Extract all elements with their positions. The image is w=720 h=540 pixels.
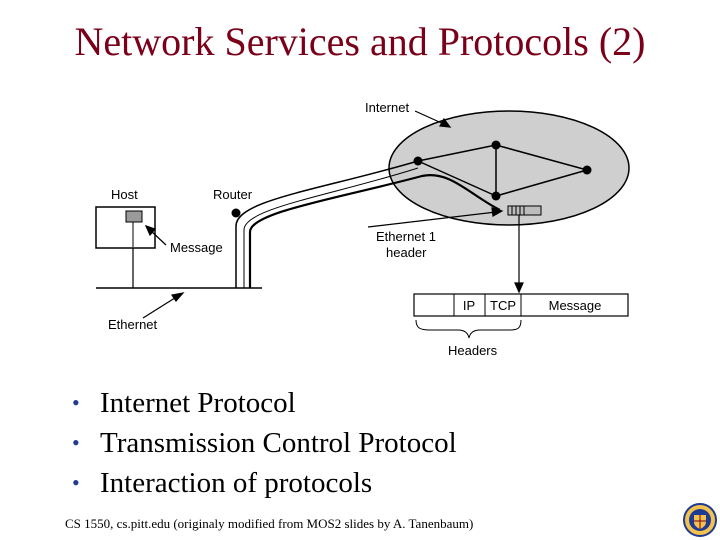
slide-footer: CS 1550, cs.pitt.edu (originaly modified… (65, 516, 474, 531)
router-cable (235, 160, 419, 288)
label-headers: Headers (448, 343, 498, 358)
label-arrows (142, 110, 524, 319)
bullet-icon: • (72, 390, 80, 415)
internet-links (417, 144, 588, 197)
headers-brace (415, 319, 522, 339)
router-cable-inner (243, 167, 419, 288)
label-ethernet-header-2: header (386, 245, 427, 260)
label-internet: Internet (365, 100, 409, 115)
label-ethernet-header-1: Ethernet 1 (376, 229, 436, 244)
internet-cloud (388, 110, 630, 226)
university-seal-icon (683, 503, 717, 537)
host-computer-icon (95, 206, 156, 249)
bullet-text: Interaction of protocols (100, 467, 373, 499)
slide-title: Network Services and Protocols (2) (74, 19, 646, 64)
packet-format: IP TCP Message (413, 293, 629, 317)
bullet-item: • Internet Protocol (70, 383, 457, 423)
packet-in-transit-icon (507, 205, 542, 216)
label-message: Message (170, 240, 223, 255)
label-ethernet: Ethernet (108, 317, 158, 332)
router-node (231, 208, 241, 218)
label-host: Host (111, 187, 138, 202)
packet-field-tcp: TCP (490, 298, 516, 313)
packet-field-message: Message (549, 298, 602, 313)
packet-field-ip: IP (463, 298, 475, 313)
bullet-text: Internet Protocol (100, 387, 296, 419)
bullet-icon: • (72, 470, 80, 495)
bullet-item: • Interaction of protocols (70, 463, 457, 503)
bullet-icon: • (72, 430, 80, 455)
network-diagram: IP TCP Message Internet Host Router Mess… (95, 100, 630, 358)
bullet-text: Transmission Control Protocol (100, 427, 457, 459)
bullet-list: • Internet Protocol • Transmission Control… (70, 383, 457, 503)
bullet-item: • Transmission Control Protocol (70, 423, 457, 463)
packet-route-path (248, 173, 501, 288)
label-router: Router (213, 187, 253, 202)
